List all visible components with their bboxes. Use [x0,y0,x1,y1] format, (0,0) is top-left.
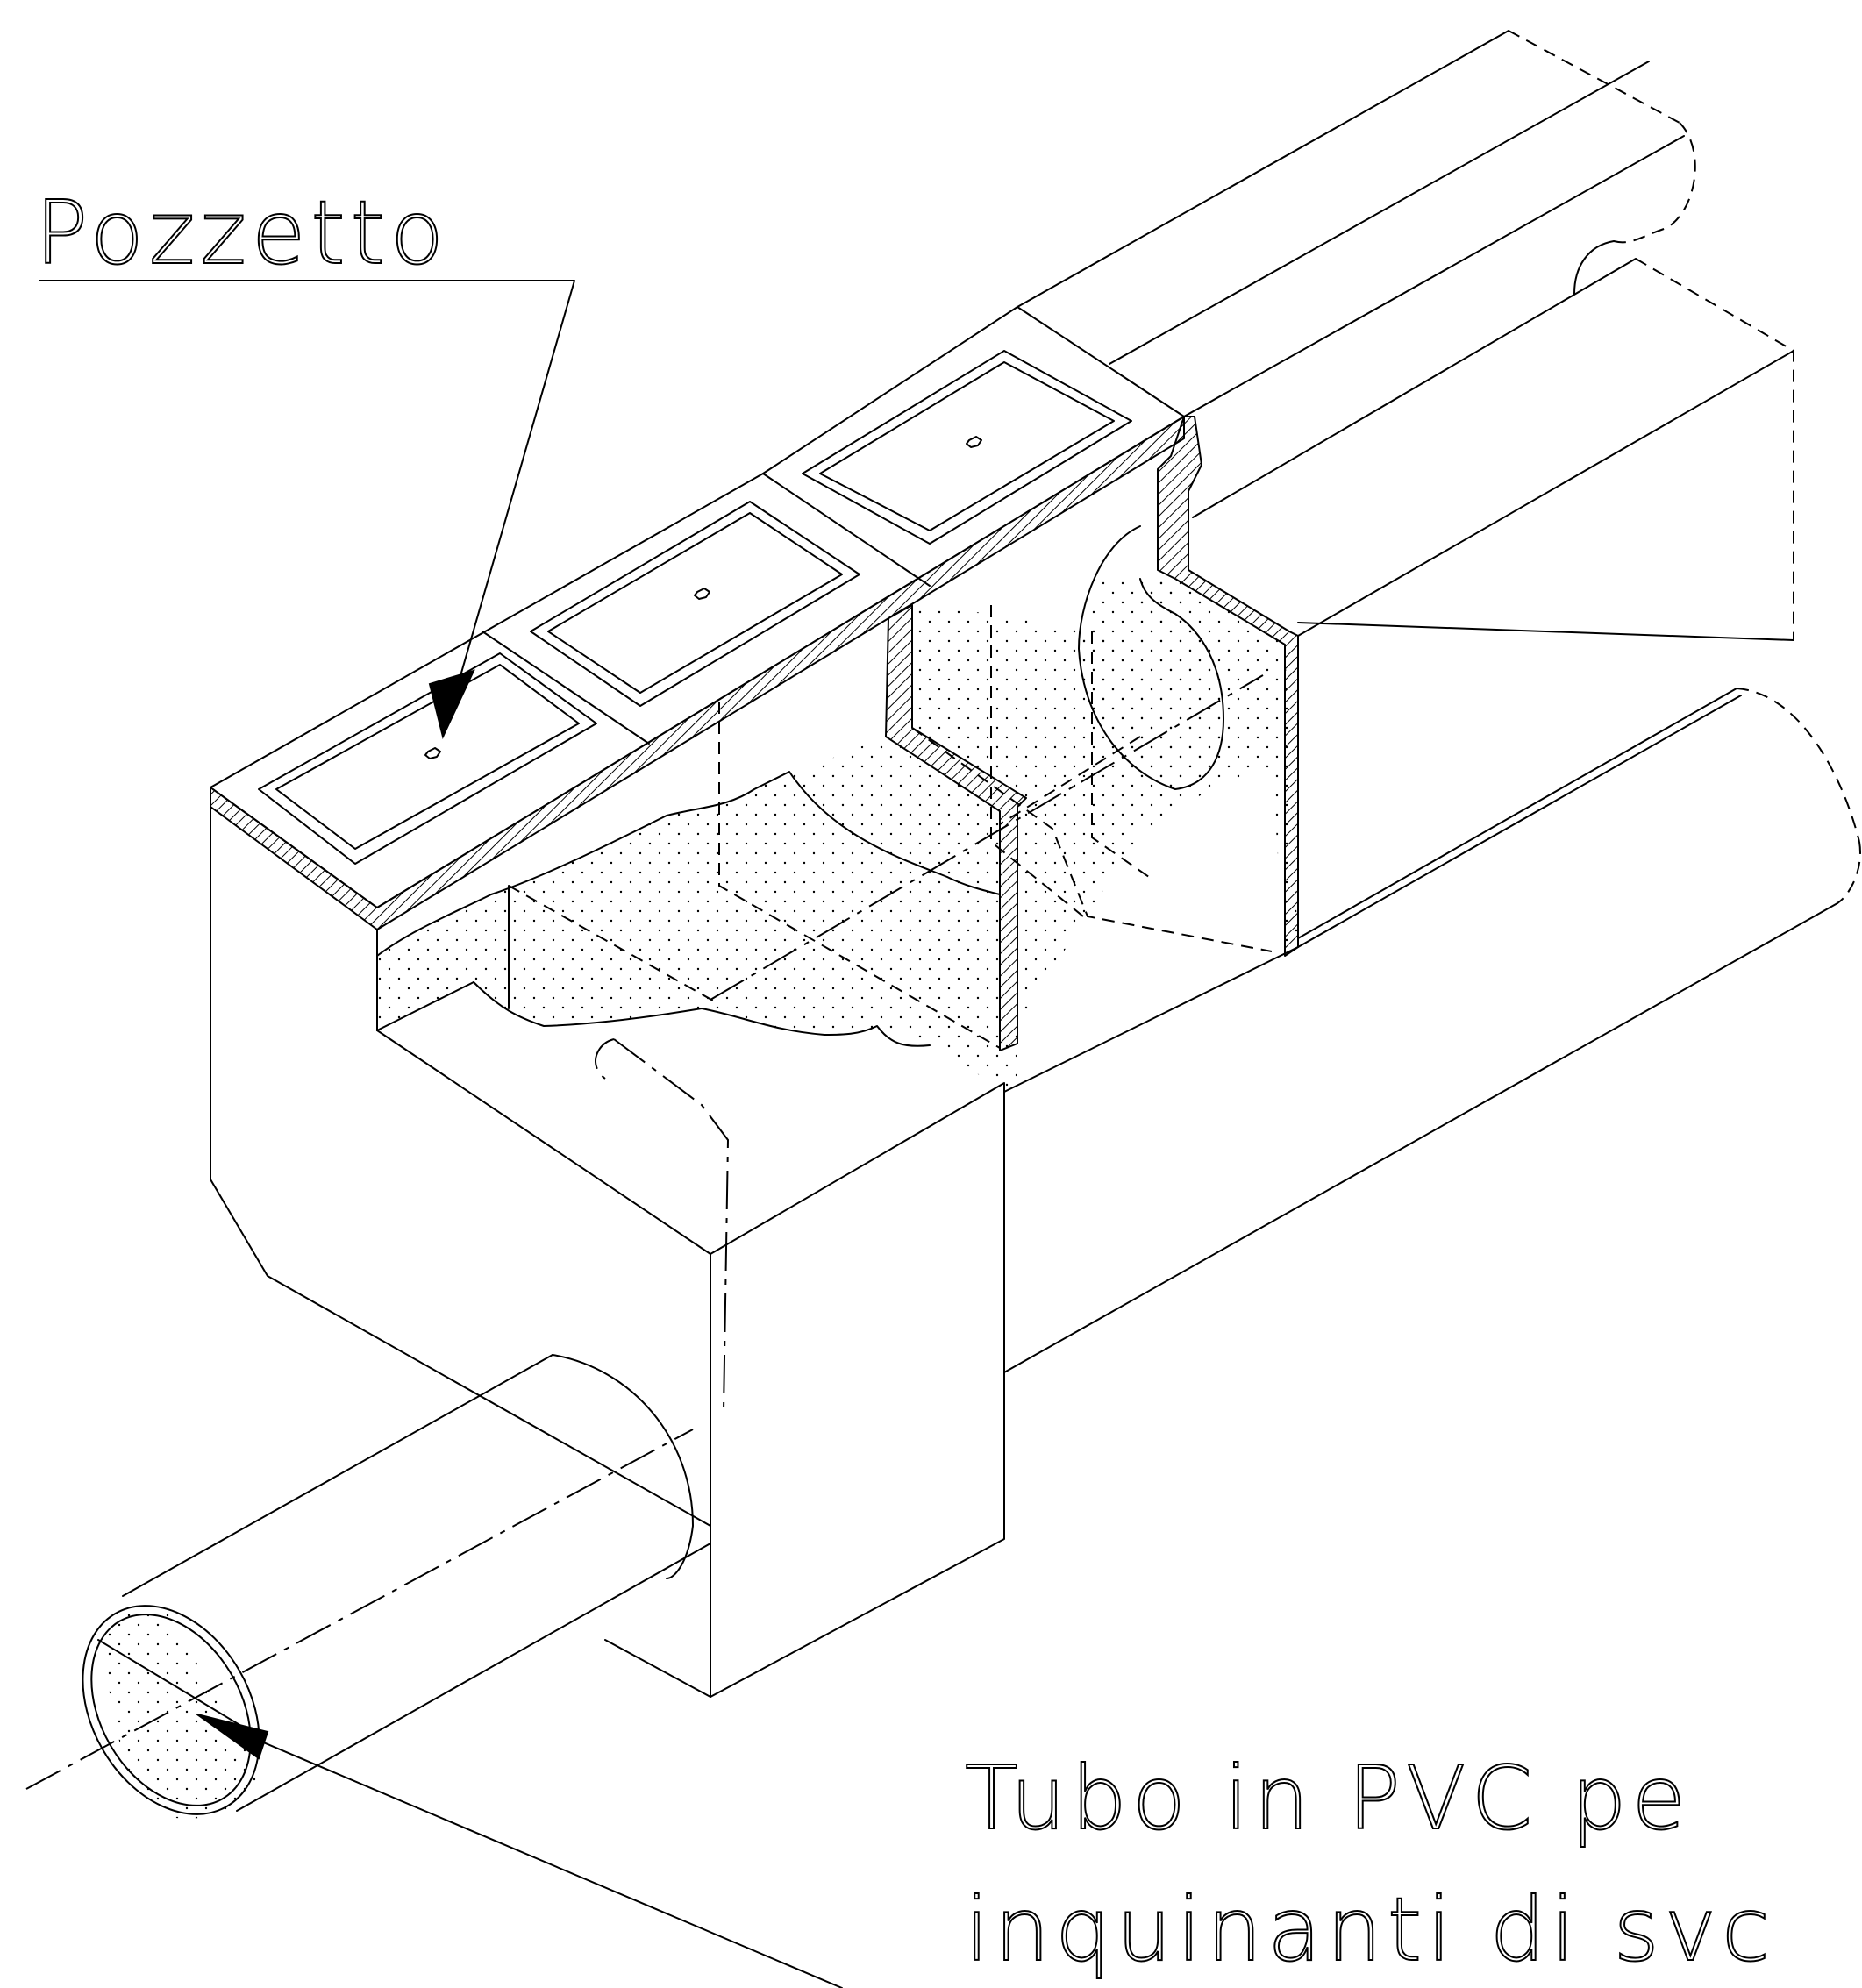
pvc-pipe-label-line1: Tubo in PVC pe [965,1747,1691,1849]
callout-pozzetto: Pozzetto [34,181,575,739]
callout-pvc-pipe: Tubo in PVC pe inquinanti di svc [196,1714,1775,1988]
grate-2 [530,501,860,707]
background-slab [1017,30,1794,641]
pozzetto-label: Pozzetto [35,182,449,284]
grate-1 [258,652,597,865]
pvc-outlet-pipe [25,1354,711,1815]
sediment-fill [105,570,1298,1819]
main-pipe [1003,688,1861,1373]
pvc-pipe-label-line2: inquinanti di svc [965,1878,1775,1981]
well-chamber [210,525,1273,1698]
grate-3 [802,350,1132,545]
